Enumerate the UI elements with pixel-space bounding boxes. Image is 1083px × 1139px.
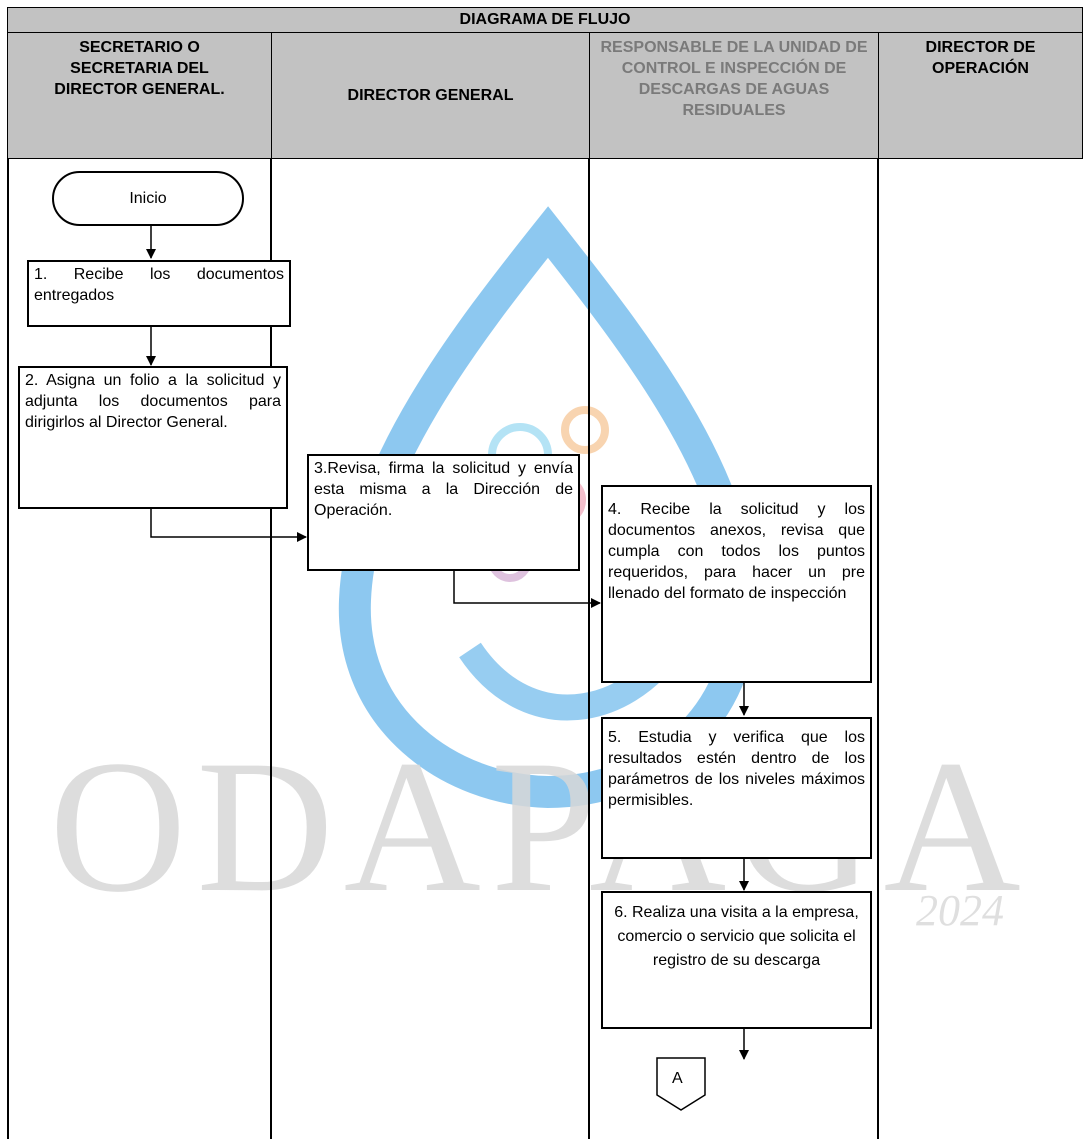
step-6-box: 6. Realiza una visita a la empresa, come… xyxy=(601,891,872,1029)
step-5-box: 5. Estudia y verifica que los resultados… xyxy=(601,717,872,859)
start-label: Inicio xyxy=(129,189,167,207)
lane-header-director-operacion: DIRECTOR DE OPERACIÓN xyxy=(878,32,1083,159)
lane-divider xyxy=(270,158,272,1139)
step-text: 1. Recibe los documentos entregados xyxy=(34,266,284,304)
connector-label: A xyxy=(672,1070,683,1087)
lane-divider xyxy=(7,158,9,1139)
step-text: 4. Recibe la solicitud y los documentos … xyxy=(608,501,865,602)
step-text: 2. Asigna un folio a la solicitud y adju… xyxy=(25,372,281,431)
step-3-box: 3.Revisa, firma la solicitud y envía est… xyxy=(307,454,580,571)
lane-header-label: SECRETARIO O SECRETARIA DEL DIRECTOR GEN… xyxy=(54,39,225,98)
lane-header-label: RESPONSABLE DE LA UNIDAD DE CONTROL E IN… xyxy=(600,39,868,119)
lane-header-director-general: DIRECTOR GENERAL xyxy=(271,32,590,159)
off-page-connector xyxy=(656,1057,706,1111)
start-terminal: Inicio xyxy=(52,171,244,226)
step-4-box: 4. Recibe la solicitud y los documentos … xyxy=(601,485,872,683)
step-1-box: 1. Recibe los documentos entregados xyxy=(27,260,291,327)
step-text: 3.Revisa, firma la solicitud y envía est… xyxy=(314,460,573,519)
arrow-2-to-3 xyxy=(150,508,307,542)
lane-header-responsable: RESPONSABLE DE LA UNIDAD DE CONTROL E IN… xyxy=(589,32,879,159)
step-text: 5. Estudia y verifica que los resultados… xyxy=(608,729,865,809)
step-2-box: 2. Asigna un folio a la solicitud y adju… xyxy=(18,366,288,509)
step-text: 6. Realiza una visita a la empresa, come… xyxy=(614,904,859,969)
diagram-title: DIAGRAMA DE FLUJO xyxy=(7,7,1083,33)
lane-header-label: DIRECTOR GENERAL xyxy=(347,87,514,104)
arrow-3-to-4 xyxy=(453,571,601,608)
lane-divider xyxy=(877,158,879,1139)
lane-header-label: DIRECTOR DE OPERACIÓN xyxy=(925,39,1036,77)
lane-divider xyxy=(588,158,590,1139)
